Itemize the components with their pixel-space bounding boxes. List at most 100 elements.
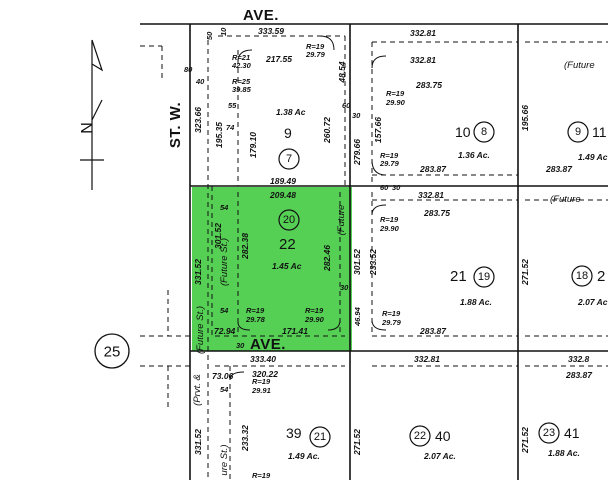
dim-171-41: 171.41 <box>282 326 308 336</box>
curve-r19-c: R=19 <box>380 151 399 160</box>
curve-r19-f: R=19 <box>305 306 324 315</box>
parcel-41-lot[interactable]: 41 <box>564 425 580 441</box>
future-label-2: (Future <box>550 194 581 205</box>
parcel-2-lot[interactable]: 2 <box>597 268 605 285</box>
parcel-40-lot[interactable]: 40 <box>435 428 451 444</box>
num-55: 55 <box>228 101 237 110</box>
curb-arcs <box>229 35 387 381</box>
vdim-282-46: 282.46 <box>322 245 332 272</box>
curve-2979-a: 29.79 <box>305 50 326 59</box>
curve-3985-a: 39.85 <box>232 85 252 94</box>
dim-283-87-c: 283.87 <box>419 326 447 336</box>
num-74: 74 <box>226 123 235 132</box>
dim-332-81-a: 332.81 <box>410 28 436 38</box>
vertical-dimensions: 323.66 195.35 179.10 260.72 48.54 279.66… <box>193 61 530 456</box>
parcel-40-circle-num: 22 <box>414 430 426 442</box>
ure-vertical: ure St.) <box>219 444 230 475</box>
parcel-10-circle-num: 8 <box>481 126 487 138</box>
parcel-9-acres: 1.38 Ac <box>276 107 306 117</box>
curve-data: R=21 42.30 R=25 39.85 R=19 29.79 R=19 29… <box>231 42 406 480</box>
curve-4230-a: 42.30 <box>231 61 252 70</box>
vdim-48-54: 48.54 <box>337 61 347 84</box>
prvt-vertical: (Prvt. & <box>192 374 203 406</box>
dim-72-94: 72.94 <box>214 326 236 336</box>
vdim-323-66: 323.66 <box>193 107 203 133</box>
route-number: 25 <box>104 344 121 361</box>
parcel-21-acres: 1.88 Ac. <box>460 297 492 307</box>
num-10: 10 <box>219 27 228 36</box>
parcel-11-circle <box>567 121 589 143</box>
dim-332-81-d: 332.81 <box>414 354 440 364</box>
parcel-22-circle <box>278 209 300 231</box>
parcel-10-lot[interactable]: 10 <box>455 124 471 140</box>
vdim-260-72: 260.72 <box>322 117 332 144</box>
curve-r19-d: R=19 <box>380 215 399 224</box>
curve-2978-e: 29.78 <box>245 315 266 324</box>
curve-2991-h: 29.91 <box>251 386 271 395</box>
parcel-9-circle-num: 7 <box>286 153 292 165</box>
vdim-282-38: 282.38 <box>240 233 250 260</box>
curve-2990-f: 29.90 <box>304 315 325 324</box>
parcel-9-lot[interactable]: 9 <box>284 125 292 141</box>
vdim-331-52-a: 331.52 <box>193 259 203 285</box>
future-label-1: (Future <box>564 60 595 71</box>
parcel-41-acres: 1.88 Ac. <box>548 448 580 458</box>
street-top-ave: AVE. <box>243 7 279 24</box>
num-80: 80 <box>184 65 193 74</box>
num-46-94: 46.94 <box>353 306 362 327</box>
dim-73-06: 73.06 <box>212 371 234 381</box>
parcel-21-circle <box>473 266 495 288</box>
dim-283-87-a: 283.87 <box>419 164 447 174</box>
parcel-11-lot[interactable]: 11 <box>592 124 607 140</box>
parcel-39-lot[interactable]: 39 <box>286 425 302 441</box>
highlighted-parcel-22[interactable] <box>192 187 352 351</box>
dim-209-48: 209.48 <box>269 190 296 200</box>
parcel-10-acres: 1.36 Ac. <box>458 150 490 160</box>
parcel-22-circle-num: 20 <box>283 214 295 226</box>
dim-333-40: 333.40 <box>250 354 276 364</box>
num-60: 60 <box>342 101 351 110</box>
future-st-vertical-2: (Future St.) <box>195 306 206 354</box>
vdim-195-66: 195.66 <box>520 105 530 131</box>
horizontal-dimensions: 333.59 217.55 332.81 332.81 283.75 283.8… <box>212 26 593 381</box>
curve-r25-a: R=25 <box>232 77 251 86</box>
parcel-22-acres: 1.45 Ac <box>272 261 302 271</box>
dim-283-87-b: 283.87 <box>545 164 573 174</box>
num-54-a: 54 <box>220 203 229 212</box>
dim-333-59: 333.59 <box>258 26 284 36</box>
parcel-41-circle-num: 23 <box>543 427 555 439</box>
num-50: 50 <box>205 31 214 40</box>
street-west: ST. W. <box>167 102 184 148</box>
curve-r19-e: R=19 <box>246 306 265 315</box>
num-30-d: 30 <box>392 183 401 192</box>
parcel-9-circle <box>278 148 300 170</box>
curve-r19-b: R=19 <box>386 89 405 98</box>
curve-2979-c: 29.79 <box>379 159 400 168</box>
vdim-157-66: 157.66 <box>373 117 383 143</box>
curve-r19-i: R=19 <box>252 471 271 480</box>
future-st-vertical: (Future St.) <box>219 238 230 286</box>
north-arrow-label: N <box>79 122 96 134</box>
num-54-c: 54 <box>220 385 229 394</box>
road-widths: 40 80 55 74 54 54 54 10 50 30 30 30 30 6… <box>184 27 401 394</box>
route-shield <box>94 333 130 369</box>
num-30-b: 30 <box>340 283 349 292</box>
num-60-b: 60 <box>380 183 389 192</box>
curve-r19-a: R=19 <box>306 42 325 51</box>
parcel-21-lot[interactable]: 21 <box>450 268 467 285</box>
dim-332-81-b: 332.81 <box>410 55 436 65</box>
block-lines <box>140 23 608 480</box>
parcel-2-acres: 2.07 Ac <box>577 297 608 307</box>
curve-r19-h: R=19 <box>252 377 271 386</box>
curve-2990-b: 29.90 <box>385 98 406 107</box>
num-30-c: 30 <box>236 341 245 350</box>
vdim-271-52-a: 271.52 <box>520 259 530 286</box>
dim-189-49: 189.49 <box>270 176 296 186</box>
north-arrow <box>80 39 104 190</box>
parcel-22-lot[interactable]: 22 <box>279 236 296 253</box>
vdim-195-35: 195.35 <box>214 122 224 148</box>
dim-217-55: 217.55 <box>265 54 292 64</box>
vdim-279-66: 279.66 <box>352 139 362 166</box>
